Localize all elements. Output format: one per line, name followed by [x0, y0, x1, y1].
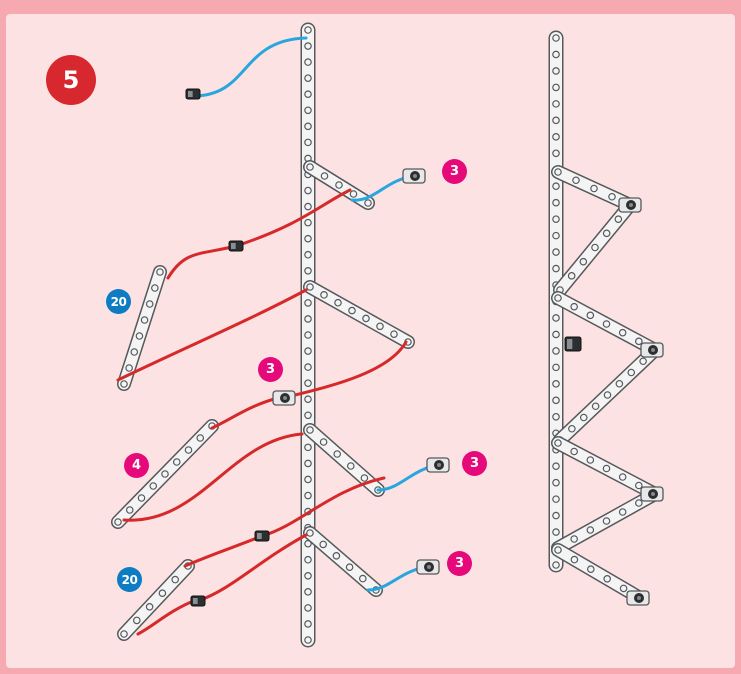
construction-rod [557, 202, 633, 293]
construction-rod [307, 284, 411, 345]
light-socket [619, 198, 641, 212]
connector-block [255, 531, 269, 541]
light-socket [641, 343, 663, 357]
step-number-badge: 5 [46, 55, 96, 105]
connector-block [229, 241, 243, 251]
quantity-badge: 3 [462, 451, 487, 476]
connector-block [186, 89, 200, 99]
quantity-badge: 3 [442, 159, 467, 184]
red-cable [185, 536, 262, 566]
quantity-badge: 3 [258, 357, 283, 382]
quantity-badge: 20 [106, 289, 131, 314]
light-socket [273, 391, 295, 405]
light-socket [627, 591, 649, 605]
construction-rod [305, 27, 311, 643]
light-socket [403, 169, 425, 183]
light-socket [427, 458, 449, 472]
light-socket [417, 560, 439, 574]
construction-rod [557, 347, 658, 443]
blue-cable [193, 38, 306, 96]
quantity-badge: 4 [124, 453, 149, 478]
red-cable [124, 434, 302, 520]
red-cable [212, 398, 278, 428]
rods-layer [115, 27, 658, 643]
red-cable [200, 535, 306, 600]
light-socket [641, 487, 663, 501]
construction-rod [307, 530, 379, 593]
quantity-badge: 20 [117, 567, 142, 592]
red-cable [236, 190, 350, 246]
connector-block [565, 337, 581, 351]
red-cable [168, 246, 236, 278]
quantity-badge: 3 [447, 551, 472, 576]
connector-block [191, 596, 205, 606]
